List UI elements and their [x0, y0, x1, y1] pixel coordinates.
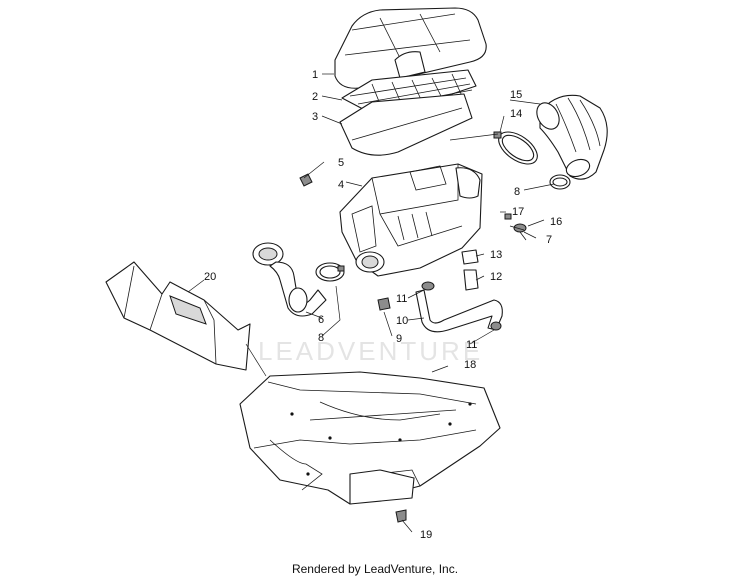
- drain-valve: [461, 249, 479, 291]
- airbox-housing: [339, 163, 483, 277]
- skid-plate: [239, 371, 501, 505]
- callout-labels: 1 2 3 4 5 6 7 8 8 9 10 11 11 12 13 14 15…: [204, 69, 562, 541]
- callout-14: 14: [510, 108, 522, 120]
- callout-13: 13: [490, 249, 502, 261]
- intake-boot: [536, 94, 608, 180]
- callout-11b: 11: [466, 339, 477, 351]
- leader-lines: [187, 73, 555, 533]
- callout-10: 10: [396, 315, 408, 327]
- fastener: [395, 509, 407, 523]
- inlet-duct: [252, 242, 327, 317]
- clip-part: [299, 173, 313, 187]
- callout-3: 3: [312, 111, 318, 123]
- callout-5: 5: [338, 157, 344, 169]
- watermark: LEADVENTURE: [258, 336, 483, 366]
- footer-credit: Rendered by LeadVenture, Inc.: [291, 562, 459, 576]
- callout-18: 18: [464, 359, 476, 371]
- drain-hose: [415, 281, 503, 333]
- callout-20: 20: [204, 271, 216, 283]
- callout-1: 1: [312, 69, 318, 81]
- callout-8b: 8: [318, 332, 324, 344]
- exploded-view: LEADVENTURE: [105, 7, 608, 541]
- filter-element: [339, 93, 473, 156]
- hose-clamp: [315, 262, 345, 282]
- callout-12: 12: [490, 271, 502, 283]
- callout-9: 9: [396, 333, 402, 345]
- callout-8a: 8: [514, 186, 520, 198]
- callout-17: 17: [512, 206, 524, 218]
- hardware: [504, 213, 527, 241]
- callout-4: 4: [338, 179, 344, 191]
- callout-16: 16: [550, 216, 562, 228]
- callout-11a: 11: [396, 293, 407, 305]
- callout-2: 2: [312, 91, 318, 103]
- fastener: [377, 297, 391, 311]
- side-shield: [105, 261, 251, 371]
- callout-7: 7: [546, 234, 552, 246]
- callout-15: 15: [510, 89, 522, 101]
- hose-clamp-large: [493, 131, 538, 165]
- callout-19: 19: [420, 529, 432, 541]
- callout-6: 6: [318, 314, 324, 326]
- airbox-cover: [334, 7, 487, 89]
- hose-clamp-small: [549, 174, 571, 190]
